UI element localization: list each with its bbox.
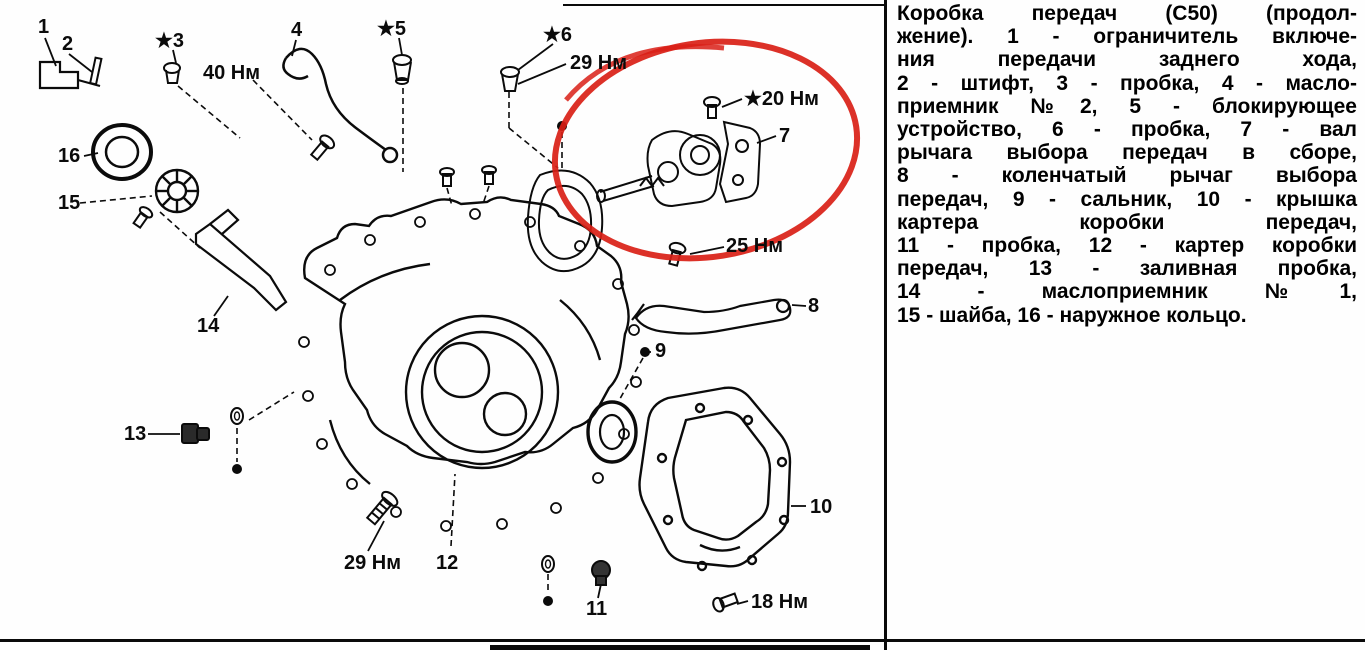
- case-top-bolts: [439, 165, 497, 187]
- part-6-plug: [500, 66, 520, 92]
- top-border: [563, 4, 884, 6]
- part-9-seal: [586, 400, 638, 464]
- callout-11: 11: [586, 598, 607, 620]
- leader-end-dots: [232, 121, 650, 606]
- legend-line: 14 - маслоприемник №1,: [897, 280, 1357, 304]
- legend-panel: Коробка передач (С50) (продол- жение). 1…: [897, 2, 1357, 327]
- callout-16: 16: [58, 145, 80, 167]
- callout-14: 14: [197, 315, 220, 337]
- case-bolt-holes: [298, 208, 642, 532]
- part-4-lever: [282, 47, 399, 164]
- part-12-case: [303, 196, 630, 485]
- callout-12: 12: [436, 552, 458, 574]
- part-7-assembly: [596, 120, 762, 208]
- callout-2: 2: [62, 33, 73, 55]
- callout-10: 10: [810, 496, 832, 518]
- callout-29nm-top: 29 Нм: [570, 52, 627, 74]
- diagram-area: 1 2 ★3 40 Нм 4 ★5 ★6 29 Нм ★20 Нм 7 16 1…: [38, 16, 861, 620]
- legend-line: ния передачи заднего хода,: [897, 48, 1357, 72]
- bolt-18nm: [712, 592, 739, 613]
- part-10-cover: [638, 386, 792, 572]
- part-14-fork: [194, 208, 288, 312]
- exploded-diagram: 1 2 ★3 40 Нм 4 ★5 ★6 29 Нм ★20 Нм 7 16 1…: [38, 16, 861, 620]
- part-16-ring: [91, 123, 153, 181]
- callout-7: 7: [779, 125, 790, 147]
- callout-5: ★5: [377, 18, 406, 40]
- callout-9: 9: [655, 340, 666, 362]
- part-13-washer: [230, 407, 244, 425]
- legend-line: 15 - шайба, 16 - наружное кольцо.: [897, 303, 1247, 327]
- callout-20nm: ★20 Нм: [744, 88, 819, 110]
- part-11-plug: [591, 560, 611, 586]
- callout-1: 1: [38, 16, 49, 38]
- part-5-plug: [392, 54, 412, 85]
- legend-line: передач, 9 - сальник, 10 - крышка: [897, 187, 1357, 211]
- callout-29nm-bottom: 29 Нм: [344, 552, 401, 574]
- callout-4: 4: [291, 19, 303, 41]
- small-bolt: [132, 206, 154, 230]
- callout-6: ★6: [543, 24, 572, 46]
- legend-line: жение). 1 - ограничитель включе-: [897, 25, 1357, 49]
- legend-line: картера коробки передач,: [897, 210, 1357, 234]
- part-2-pin: [88, 56, 103, 86]
- bolt-25nm: [668, 241, 687, 267]
- bottom-scan-artifact: [490, 645, 870, 650]
- dashed-leaders: [79, 79, 644, 594]
- callout-13: 13: [124, 423, 146, 445]
- bolt-40nm: [309, 134, 336, 162]
- callout-18nm: 18 Нм: [751, 591, 808, 613]
- legend-line: приемник №2, 5 - блокирующее: [897, 94, 1357, 118]
- callout-25nm: 25 Нм: [726, 235, 783, 257]
- part-15-washer: [154, 168, 200, 214]
- callout-8: 8: [808, 295, 819, 317]
- gasket: [526, 169, 604, 273]
- part-3-plug: [163, 62, 181, 84]
- legend-line: устройство, 6 - пробка, 7 - вал: [897, 118, 1357, 142]
- bolt-20nm: [703, 96, 721, 119]
- legend-line: 2 - штифт, 3 - пробка, 4 - масло-: [897, 71, 1357, 95]
- bottom-border: [0, 639, 1365, 642]
- legend-line: рычага выбора передач в сборе,: [897, 141, 1357, 165]
- bolt-29nm: [365, 490, 399, 526]
- legend-line: 11 - пробка, 12 - картер коробки: [897, 234, 1357, 258]
- callout-15: 15: [58, 192, 80, 214]
- panel-divider: [884, 0, 887, 650]
- legend-line: 8 - коленчатый рычаг выбора: [897, 164, 1357, 188]
- legend-line: Коробка передач (С50) (продол-: [897, 2, 1357, 25]
- legend-line: передач, 13 - заливная пробка,: [897, 257, 1357, 281]
- callout-3: ★3: [155, 30, 184, 52]
- highlight-circle: [551, 38, 861, 262]
- part-11-washer: [541, 555, 555, 573]
- part-13-plug: [181, 423, 210, 444]
- part-8-lever: [631, 298, 792, 335]
- callout-labels: 1 2 ★3 40 Нм 4 ★5 ★6 29 Нм ★20 Нм 7 16 1…: [38, 16, 832, 620]
- leader-lines: [44, 37, 807, 605]
- callout-40nm: 40 Нм: [203, 62, 260, 84]
